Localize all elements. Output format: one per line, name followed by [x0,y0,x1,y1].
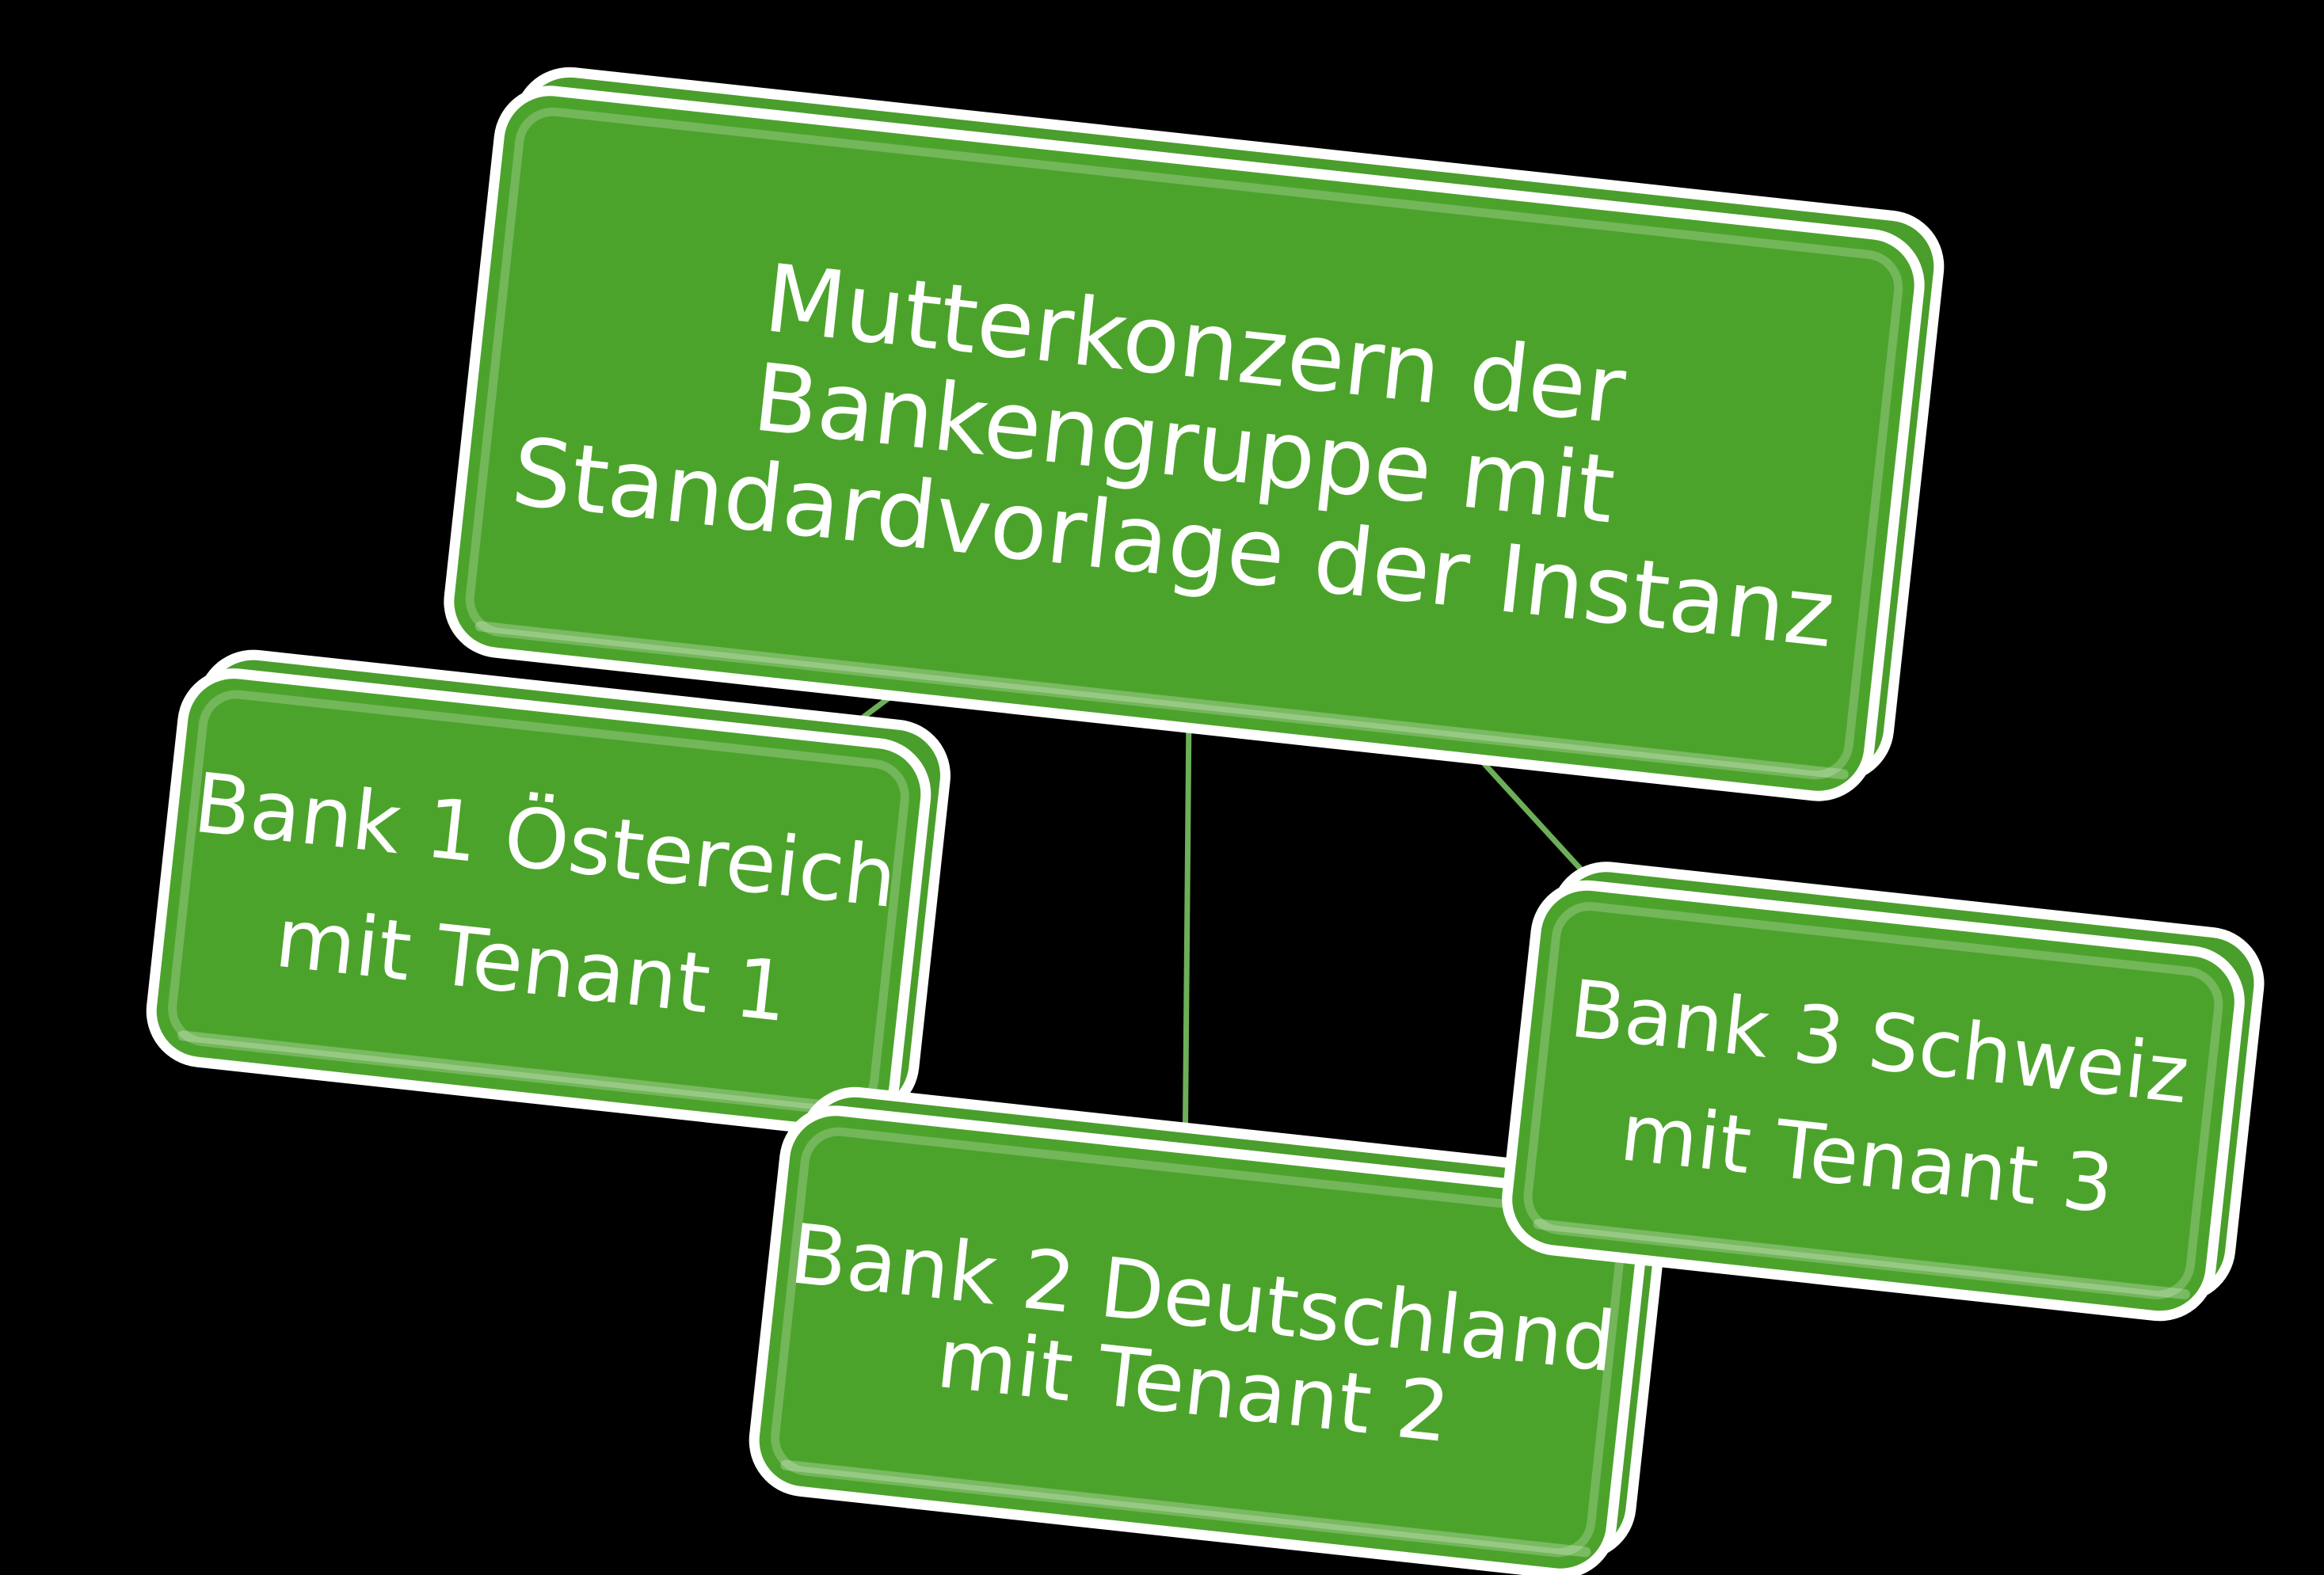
node-rotation-wrapper: Bank 1 Östereich mit Tenant 1 [151,655,945,1132]
node-label-bank-1: Bank 1 Östereich mit Tenant 1 [152,674,925,1132]
node-rotation-wrapper: Bank 3 Schweiz mit Tenant 3 [1507,867,2259,1316]
node-rotation-wrapper: Bank 2 Deutschland mit Tenant 2 [754,1092,1661,1573]
node-bank-2-deutschland[interactable]: Bank 2 Deutschland mit Tenant 2 [754,1092,1661,1573]
node-label-line: mit Tenant 3 [1616,1086,2118,1231]
node-label-mutterkonzern: Mutterkonzern der Bankengruppe mit Stand… [449,91,1918,795]
node-label-bank-3: Bank 3 Schweiz mit Tenant 3 [1507,886,2238,1315]
node-bank-1-oestereich[interactable]: Bank 1 Östereich mit Tenant 1 [151,655,945,1132]
edge-root-to-bank2 [1182,710,1192,1173]
node-mutterkonzern[interactable]: Mutterkonzern der Bankengruppe mit Stand… [449,72,1939,796]
node-rotation-wrapper: Mutterkonzern der Bankengruppe mit Stand… [449,72,1939,796]
edge-root-to-bank3 [1468,746,1601,891]
node-bank-3-schweiz[interactable]: Bank 3 Schweiz mit Tenant 3 [1507,867,2259,1316]
node-label-line: mit Tenant 1 [271,888,793,1041]
